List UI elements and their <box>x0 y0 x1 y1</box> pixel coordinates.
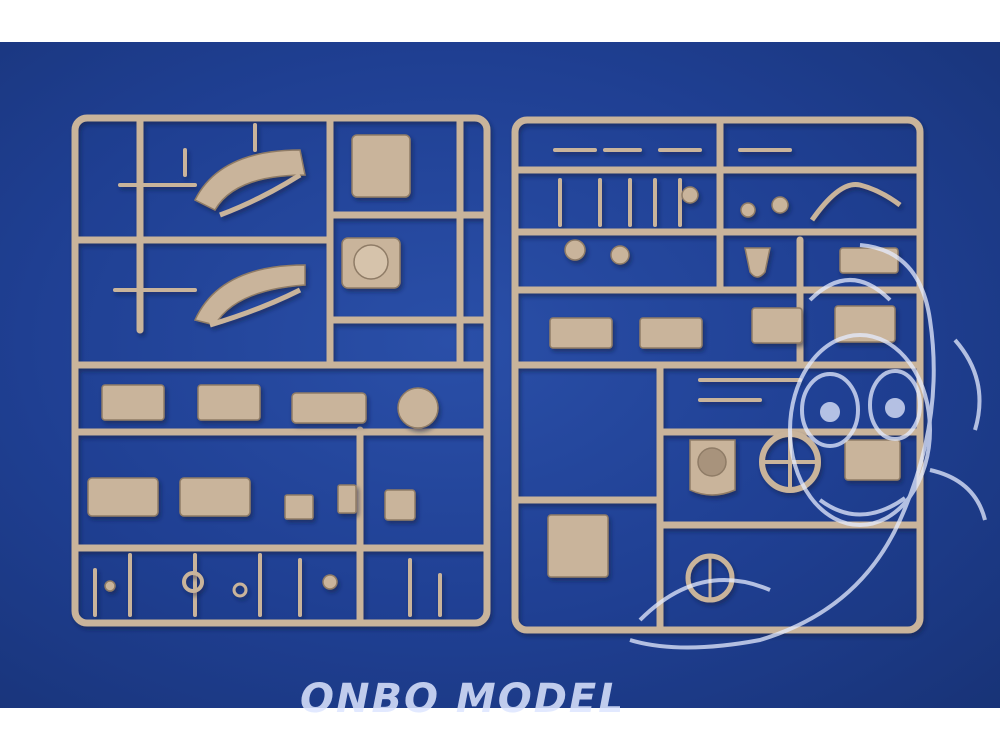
left-sprue <box>71 114 491 627</box>
engine-block-5 <box>751 307 803 344</box>
curved-part-lower <box>193 264 306 326</box>
right-sprue-parts <box>547 181 902 603</box>
engine-block-4 <box>639 317 703 349</box>
right-sprue <box>511 116 924 634</box>
engine-block-2 <box>197 384 261 421</box>
left-sprue-parts <box>87 134 439 598</box>
ribbed-plate <box>547 514 609 578</box>
watermark-mascot-icon <box>629 243 987 650</box>
round-hub <box>397 387 439 429</box>
top-white-band <box>0 0 1000 42</box>
engine-half-2 <box>179 477 251 517</box>
watermark-text: ONBO MODEL <box>300 676 620 716</box>
shovel-part <box>744 247 771 278</box>
engine-block-3 <box>549 317 613 349</box>
square-plate <box>351 134 411 198</box>
curved-part-upper <box>193 149 306 211</box>
hull-panel <box>291 392 367 424</box>
engine-block-6 <box>834 305 896 343</box>
small-box <box>284 494 314 520</box>
crate-part <box>844 439 901 481</box>
bottom-white-band <box>0 708 1000 750</box>
engine-half-1 <box>87 477 159 517</box>
engine-block-1 <box>101 384 165 421</box>
gearbox <box>384 489 416 521</box>
left-sprue-frame <box>71 114 491 627</box>
